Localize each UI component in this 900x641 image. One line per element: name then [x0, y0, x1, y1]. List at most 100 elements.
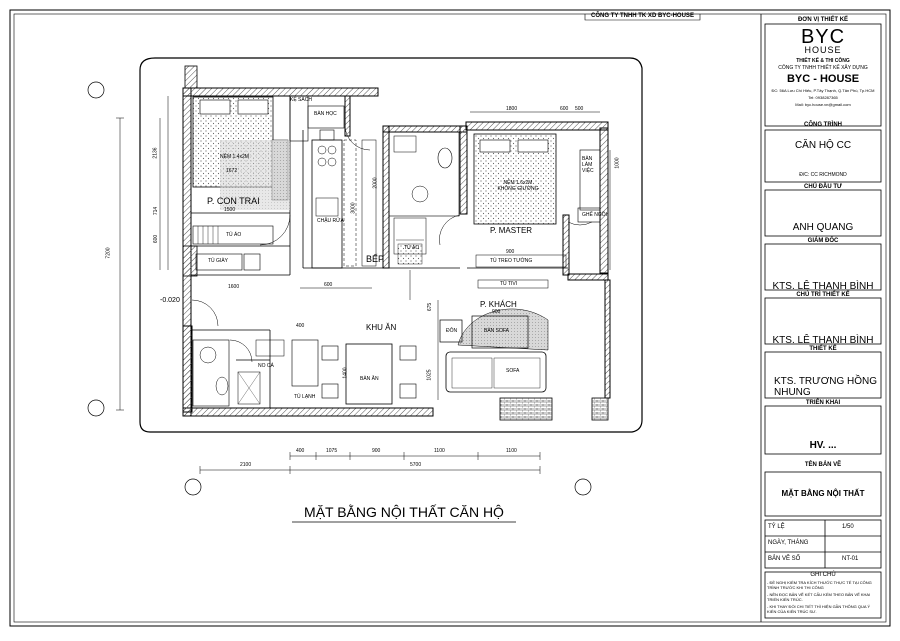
living-carpet — [457, 308, 549, 351]
axis-marker-d — [574, 478, 592, 496]
dim-bottom-1100a: 1100 — [434, 448, 445, 454]
axis-marker-c — [184, 478, 202, 496]
dim-900-sofa: 900 — [492, 309, 501, 315]
label-dining-table: BÀN ĂN — [360, 376, 379, 382]
dining-table — [345, 343, 393, 405]
drawing-name-value: MẶT BẰNG NỘI THẤT — [781, 489, 865, 498]
wardrobe-son — [192, 225, 274, 245]
room-kitchen-label: BẾP — [366, 254, 385, 264]
designer-label: THIẾT KẾ — [809, 346, 837, 352]
logo-slogan: THIẾT KẾ & THI CÔNG — [796, 58, 850, 64]
implementer-label: TRIỂN KHAI — [805, 400, 841, 406]
wc-master — [388, 131, 460, 217]
dim-600-kitchen: 600 — [324, 282, 333, 288]
dim-400: 400 — [296, 323, 305, 329]
kitchen-counter — [311, 139, 343, 269]
doors — [191, 125, 461, 363]
label-bed-master: NỆM 1.6x2M KHÔNG GIƯỜNG — [497, 180, 539, 192]
label-pouf: ĐÔN — [446, 328, 458, 334]
note-2: - NÊN ĐỌC BẢN VẼ KẾT CẤU KẾM THEO BẢN VẼ… — [767, 592, 871, 602]
column-1 — [499, 397, 553, 421]
investor-label: CHỦ ĐẦU TƯ — [804, 184, 842, 190]
titleblock-grid — [764, 23, 882, 619]
label-sink: CHẬU RỬA — [317, 218, 344, 224]
project-label: CÔNG TRÌNH — [804, 122, 842, 128]
company-full: CÔNG TY TNHH THIẾT KẾ XÂY DỰNG — [778, 65, 868, 71]
outer-border — [9, 9, 891, 627]
label-sofa: SOFA — [506, 368, 520, 374]
inner-border — [13, 13, 887, 623]
chair — [577, 207, 601, 223]
dim-714: 714 — [153, 206, 160, 216]
label-tv-cabinet: TỦ TIVI — [500, 281, 518, 287]
fridge — [291, 339, 319, 387]
room-son-label: P. CON TRAI — [207, 196, 260, 206]
sofa — [445, 351, 547, 393]
company-email: Mail: byc.house.vn@gmail.com — [795, 102, 851, 107]
dim-bottom-400: 400 — [296, 448, 305, 454]
label-bed-son: NỆM 1.4x2M — [220, 154, 249, 160]
dim-1400: 1400 — [342, 367, 349, 379]
dim-1600: 900 — [506, 249, 515, 255]
label-bookshelf: KỆ SÁCH — [290, 97, 312, 103]
room-living-label: P. KHÁCH — [480, 300, 517, 309]
column-4 — [184, 65, 198, 89]
notes-label: GHI CHÚ — [810, 572, 836, 578]
label-no-ca: NO CÁ — [258, 363, 274, 369]
label-wardrobe-master: TỦ ÁO — [404, 245, 420, 251]
dim-1025: 1025 — [426, 369, 433, 381]
dim-bottom-900: 900 — [372, 448, 381, 454]
label-chair: GHẾ NGỒI — [582, 212, 608, 218]
dim-bottom-2100: 2100 — [240, 462, 252, 468]
investor-value: ANH QUANG — [792, 222, 854, 233]
logo-main: BYC — [800, 26, 846, 48]
dim-bottom-1075: 1075 — [326, 448, 338, 454]
dim-1500: 1500 — [224, 207, 236, 213]
axis-marker-a — [87, 81, 105, 99]
dim-1120: 1600 — [228, 284, 240, 290]
dim-675: 675 — [427, 302, 434, 312]
label-work-desk: BÀN LÀM VIỆC — [582, 156, 594, 174]
shoe-cabinet — [195, 253, 243, 271]
logo-sub: HOUSE — [804, 45, 842, 55]
designer-value: KTS. TRƯƠNG HỒNG NHUNG — [774, 376, 878, 398]
dim-1000: 1000 — [614, 157, 621, 169]
implementer-value: HV. ... — [809, 440, 837, 451]
axis-marker-b — [87, 399, 105, 417]
dim-7200: 7200 — [105, 247, 112, 259]
brand-name: BYC - HOUSE — [786, 73, 860, 85]
company-phone: Tel: 0938287365 — [808, 95, 838, 100]
sheet-no-label: BẢN VẼ SỐ — [768, 556, 801, 562]
label-wardrobe-son: TỦ ÁO — [226, 232, 242, 238]
label-wall-cabinet: TỦ TREO TƯỜNG — [490, 258, 533, 264]
tb-design-unit-label: ĐƠN VỊ THIẾT KẾ — [797, 17, 849, 23]
dim-bottom-5700: 5700 — [410, 462, 422, 468]
dim-top-500: 500 — [575, 106, 584, 112]
dim-1672: 1672 — [226, 168, 238, 174]
director-value: KTS. LÊ THANH BÌNH — [772, 281, 874, 292]
note-1: - ĐỀ NGHỊ KIỂM TRA KÍCH THƯỚC THỰC TẾ TẠ… — [767, 580, 872, 590]
sheet-no-value: NT-01 — [842, 556, 859, 562]
dim-2136: 2136 — [152, 147, 159, 159]
scale-value: 1/50 — [842, 524, 854, 530]
plan-frame — [139, 57, 643, 433]
column-3 — [182, 245, 198, 277]
dim-ticks — [199, 452, 541, 474]
dim-3000: 3000 — [350, 202, 357, 214]
dimension-lines — [116, 96, 611, 471]
note-3: - KHI THAY ĐỔI CHI TIẾT THÌ HIỆN GẦN THÔ… — [767, 604, 871, 614]
level-mark: -0.020 — [160, 297, 180, 304]
desk — [307, 105, 345, 129]
company-top-label: CÔNG TY TNHH TK XD BYC-HOUSE — [591, 13, 694, 19]
dim-600: 600 — [153, 234, 160, 244]
dim-2000: 2000 — [372, 177, 379, 189]
drawing-title: MẶT BẰNG NỘI THẤT CĂN HỘ — [304, 504, 504, 520]
lead-designer-value: KTS. LÊ THANH BÌNH — [772, 335, 874, 346]
label-coffee-table: BÀN SOFA — [484, 328, 510, 334]
room-dining-label: KHU ĂN — [366, 323, 397, 332]
drawing-name-label: TÊN BẢN VẼ — [804, 462, 842, 468]
project-value: CĂN HỘ CC — [794, 140, 852, 151]
column-2 — [591, 397, 609, 421]
